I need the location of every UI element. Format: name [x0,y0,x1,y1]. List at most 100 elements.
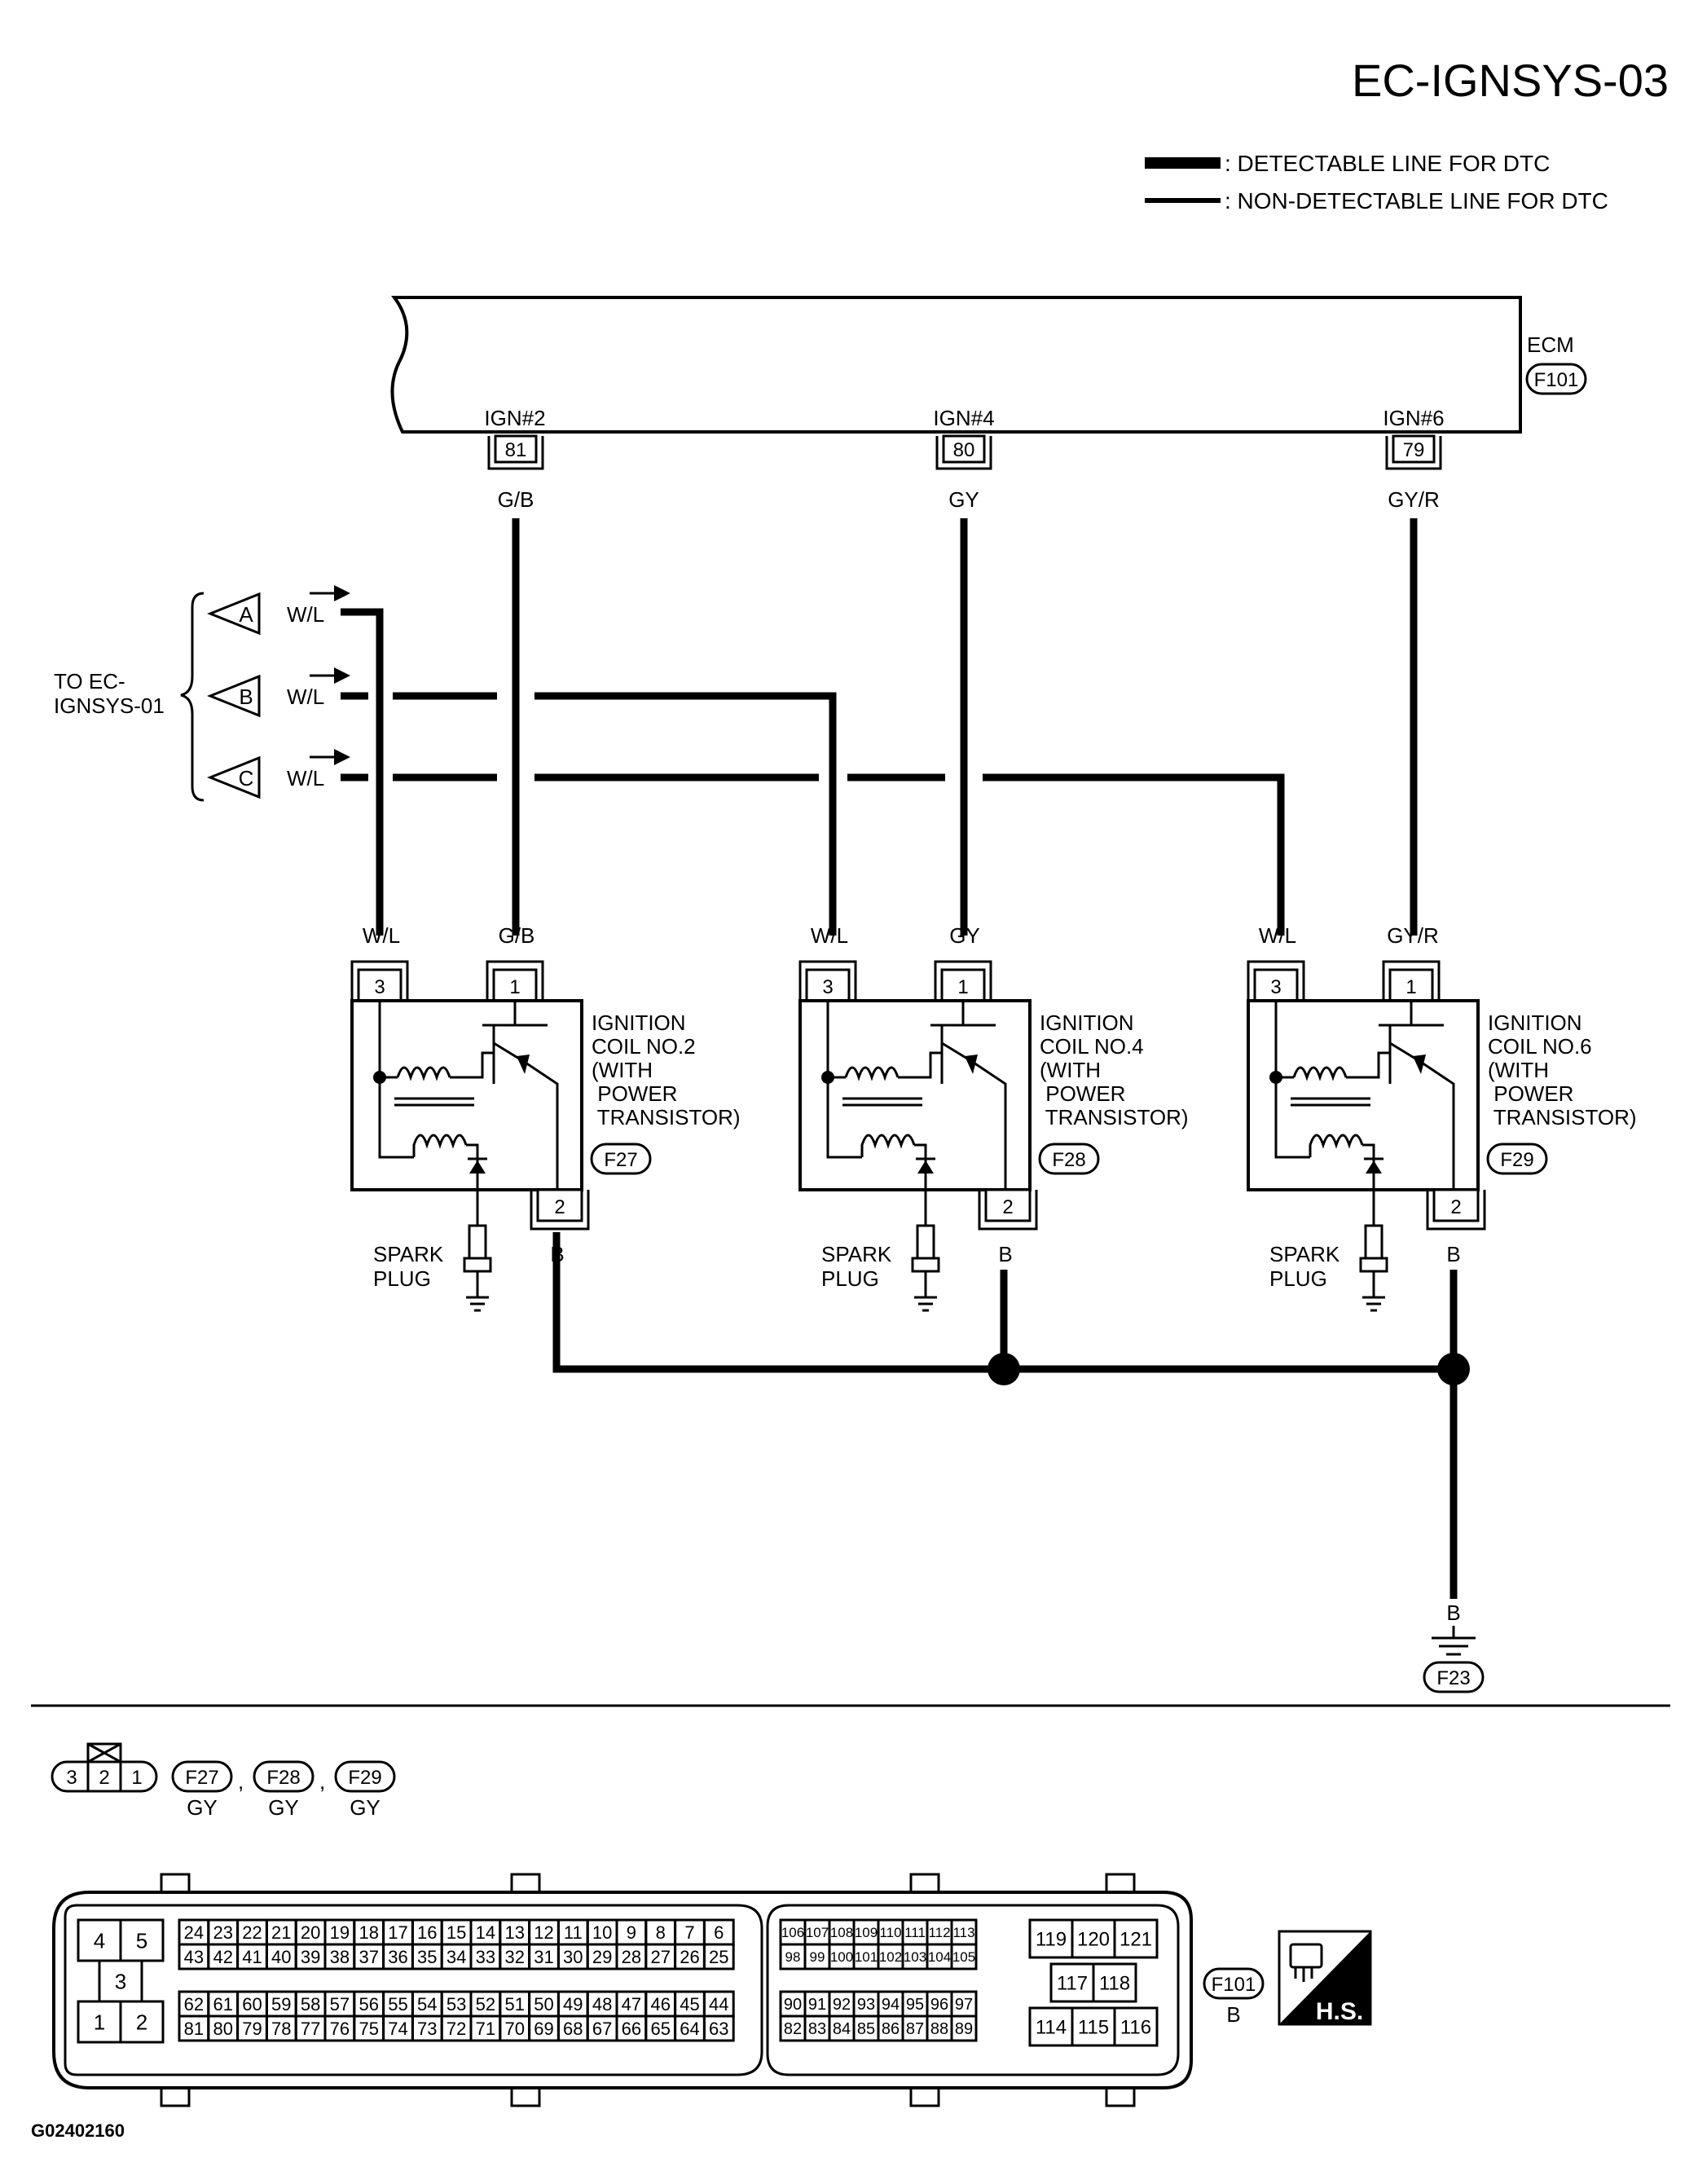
wire-link-a [341,608,384,936]
ecm-face-pin: 42 [213,1947,232,1967]
ecm-face-pin: 48 [592,1994,612,2014]
ecm-connector-oval [1525,363,1587,395]
ecm-box [390,296,1522,434]
spark-plug-icon [1359,1190,1388,1312]
ecm-face-pin: 108 [830,1925,853,1940]
coil-name-line: COIL NO.6 [1488,1034,1592,1059]
link-label-line1: TO EC- [54,669,125,694]
ecm-face-pin: 88 [930,2020,948,2038]
link-connector-c [206,755,261,799]
coil-pin-number: 3 [1270,976,1281,998]
coil-face-pin: 3 [66,1767,77,1789]
ecm-face-pin: 7 [684,1922,694,1943]
spark-plug-label: PLUG [1269,1266,1327,1291]
coil-name-line: POWER [1040,1081,1125,1106]
ecm-face-pin: 76 [330,2019,350,2039]
ecm-terminal-name: IGN#4 [933,406,994,430]
connector-icon [1289,1943,1323,1982]
coil-name-line: POWER [592,1081,677,1106]
ecm-face-pin: 49 [563,1994,583,2014]
ecm-face-pin: 19 [330,1922,350,1943]
ecm-face-pin: 51 [504,1994,524,2014]
ecm-face-pin: 119 [1036,1929,1067,1951]
ecm-face-pin: 25 [709,1947,728,1967]
ecm-face-pin: 50 [534,1994,553,2014]
ecm-face-pin: 114 [1036,2017,1067,2039]
ecm-face-pin: 84 [833,2020,851,2038]
harness-side-icon: H.S. [1278,1930,1372,2026]
ground-wire-color: B [998,1242,1012,1266]
ecm-face-pin: 103 [904,1949,926,1965]
spark-plug-icon [911,1190,940,1312]
coil-name-line: (WITH [592,1058,653,1082]
coil-name-line: (WITH [1488,1058,1549,1082]
ecm-face-pin: 80 [213,2019,232,2039]
ecm-face-pin: 82 [784,2020,802,2038]
ecm-face-pin: 60 [242,1994,262,2014]
ecm-face-pin: 106 [781,1925,804,1940]
coil-face-separator: , [319,1769,325,1794]
coil-body [350,999,583,1191]
coil-pin-number: 3 [822,976,833,998]
wire-color-label: W/L [287,602,324,627]
ecm-face-pin: 68 [563,2019,583,2039]
ecm-face-pin: 61 [213,1994,232,2014]
ecm-face-pin: 44 [709,1994,728,2014]
ecm-face-pin: 57 [330,1994,350,2014]
spark-plug-label: PLUG [821,1266,879,1291]
coil-connector-oval [1486,1143,1548,1175]
ecm-face-pin: 46 [650,1994,670,2014]
ecm-face-pin: 59 [271,1994,291,2014]
ecm-face-pin: 6 [714,1922,724,1943]
ecm-face-pin: 105 [952,1949,975,1965]
ecm-face-pin: 111 [904,1925,926,1940]
ecm-face-pin: 91 [808,1996,826,2014]
ecm-face-pin: 58 [301,1994,320,2014]
ecm-face-pin: 66 [622,2019,641,2039]
ecm-face-pin: 55 [388,1994,407,2014]
legend-non-detectable-label: : NON-DETECTABLE LINE FOR DTC [1225,188,1608,214]
splice-point [988,1353,1020,1385]
coil-name-line: POWER [1488,1081,1573,1106]
ground-bus-wire [552,1232,1454,1373]
ecm-face-pin: 74 [388,2019,407,2039]
coil-name-line: TRANSISTOR) [1488,1105,1637,1129]
ecm-face-pin: 14 [476,1922,495,1943]
coil-name-line: TRANSISTOR) [592,1105,741,1129]
ecm-face-pin: 110 [879,1925,901,1940]
ecm-face-pin: 112 [928,1925,950,1940]
ecm-terminal-name: IGN#6 [1383,406,1444,430]
coil-name-line: TRANSISTOR) [1040,1105,1189,1129]
wire-link-b [341,692,837,936]
ecm-face-pin: 16 [417,1922,437,1943]
spark-plug-label: SPARK [373,1242,444,1266]
wire-color-label: GY [948,487,979,512]
ecm-face-pin: 83 [808,2020,826,2038]
coil-face-connector: F28 [266,1767,300,1789]
coil-connector-oval [1038,1143,1100,1175]
ecm-face-pin: 4 [94,1928,105,1953]
ecm-face-pin: 64 [680,2019,699,2039]
ecm-face-pin: 36 [388,1947,407,1967]
wire-color-label: GY/R [1388,487,1440,512]
ecm-face-pin: 30 [563,1947,583,1967]
coil-face-color: GY [268,1795,299,1820]
coil-name-line: (WITH [1040,1058,1101,1082]
ecm-face-connector-oval [1203,1967,1265,2000]
ecm-face-pin: 12 [534,1922,553,1943]
ecm-face-pin: 115 [1078,2017,1109,2039]
link-label-line2: IGNSYS-01 [54,694,165,718]
ecm-face-pin: 13 [504,1922,524,1943]
coil-face-color: GY [350,1795,381,1820]
ecm-face-pin: 52 [476,1994,495,2014]
hs-label: H.S. [1316,1998,1363,2025]
ecm-face-pin: 71 [476,2019,495,2039]
ecm-face-pin: 96 [930,1996,948,2014]
ecm-face-pin: 26 [680,1947,699,1967]
ecm-face-pin: 56 [359,1994,378,2014]
ecm-face-pin: 32 [504,1947,524,1967]
ecm-face-pin: 113 [952,1925,974,1940]
